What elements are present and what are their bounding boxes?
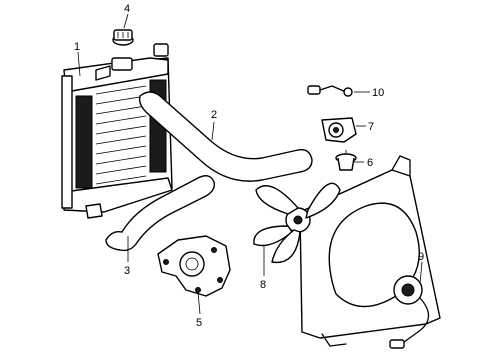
callout-10: 10: [372, 87, 384, 99]
thermostat: [335, 150, 357, 171]
thermostat-housing: [321, 117, 357, 143]
cooling-fan: [253, 182, 341, 264]
callout-3: 3: [124, 265, 130, 277]
callout-6: 6: [367, 157, 373, 169]
callout-labels: 1 2 3 4 5 6 7 8 9 10: [74, 3, 424, 329]
callout-7: 7: [368, 121, 374, 133]
callout-1: 1: [74, 41, 80, 53]
lower-radiator-hose: [105, 175, 216, 252]
callout-9: 9: [418, 251, 424, 263]
fan-motor: [389, 275, 430, 349]
leader-lines: [77, 13, 423, 315]
callout-2: 2: [211, 109, 217, 121]
coolant-temperature-sensor: [307, 85, 353, 97]
upper-radiator-hose: [138, 91, 313, 182]
callout-5: 5: [196, 317, 202, 329]
radiator-cap: [112, 29, 134, 46]
callout-4: 4: [124, 3, 130, 15]
water-pump: [157, 235, 231, 297]
callout-8: 8: [260, 279, 266, 291]
radiator: [61, 43, 173, 219]
